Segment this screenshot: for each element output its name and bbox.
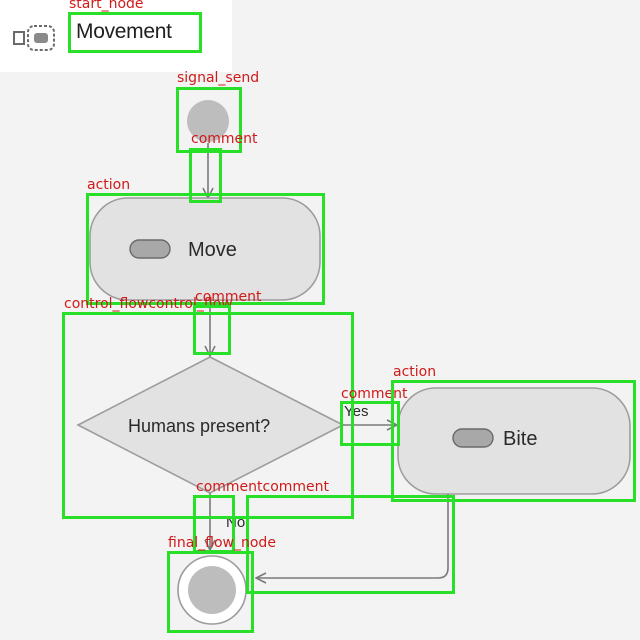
signal-send-node [187, 100, 229, 142]
action-move-node [89, 197, 321, 301]
action-move-label: Move [188, 239, 237, 261]
action-move-icon [129, 239, 171, 259]
action-bite-icon [452, 428, 494, 448]
action-bite-label: Bite [503, 428, 537, 450]
activity-icon [13, 25, 55, 51]
diagram-title: Movement [76, 20, 172, 43]
decision-label: Humans present? [128, 416, 270, 436]
flow-bite-to-final [256, 494, 449, 578]
flow-yes-label: Yes [344, 403, 368, 420]
final-flow-node-inner [188, 566, 236, 614]
flow-no-label: No [226, 514, 245, 531]
